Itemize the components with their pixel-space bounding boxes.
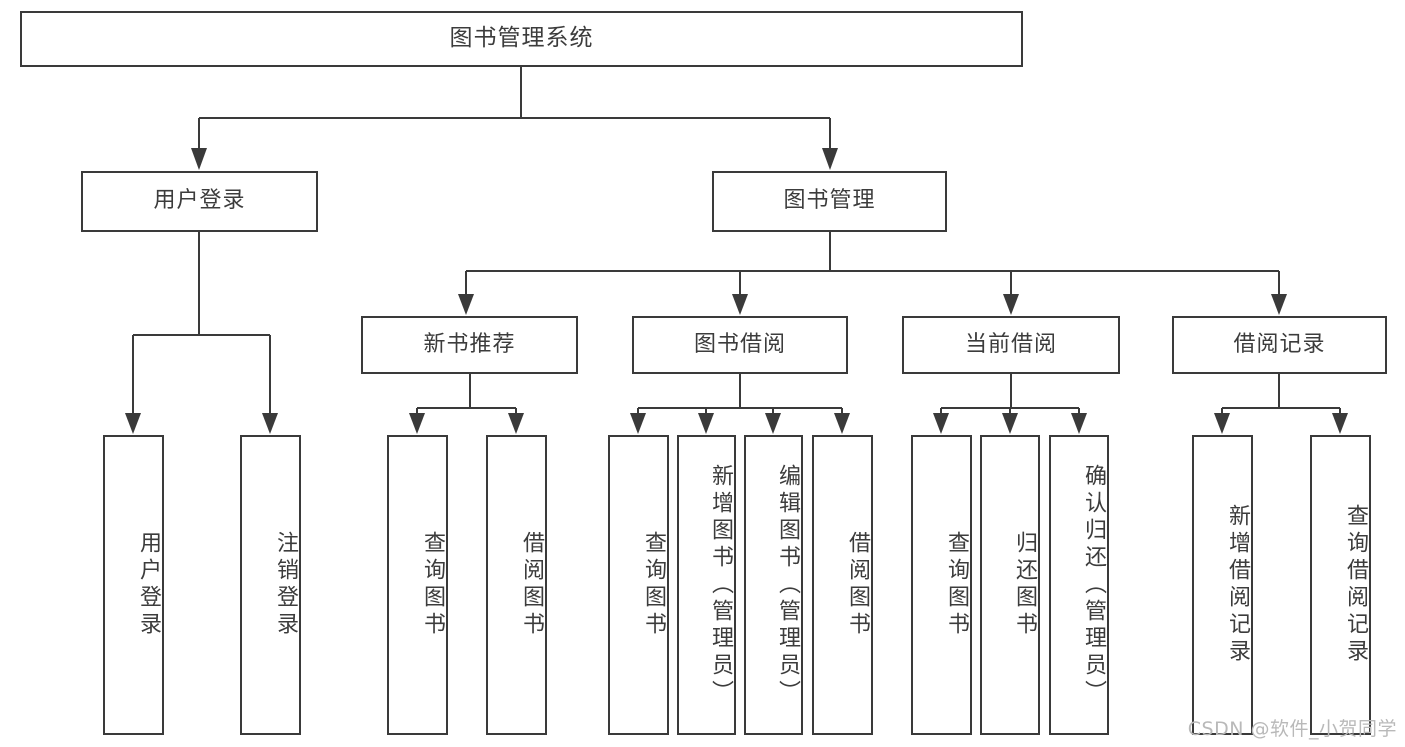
node-label: 确认归还（管理员） (1081, 463, 1106, 707)
node-label: 借阅记录 (1233, 331, 1326, 357)
node-label: 借阅图书 (519, 531, 544, 639)
leaf-borrow-book-recommend[interactable]: 借阅图书 (486, 435, 547, 735)
node-label: 用户登录 (136, 531, 161, 639)
node-label: 图书借阅 (693, 331, 786, 357)
leaf-logout[interactable]: 注销登录 (240, 435, 301, 735)
leaf-query-book-current[interactable]: 查询图书 (911, 435, 972, 735)
leaf-query-book-borrow[interactable]: 查询图书 (608, 435, 669, 735)
node-label: 查询图书 (420, 531, 445, 639)
leaf-add-book-admin[interactable]: 新增图书（管理员） (677, 435, 736, 735)
node-label: 查询借阅记录 (1343, 504, 1368, 666)
node-label: 当前借阅 (964, 331, 1057, 357)
leaf-edit-book-admin[interactable]: 编辑图书（管理员） (744, 435, 803, 735)
node-label: 新增图书（管理员） (708, 463, 733, 707)
node-label: 图书管理 (783, 188, 876, 214)
node-book-management[interactable]: 图书管理 (712, 171, 947, 232)
node-label: 编辑图书（管理员） (775, 463, 800, 707)
node-book-borrow[interactable]: 图书借阅 (632, 316, 848, 374)
node-current-borrow[interactable]: 当前借阅 (902, 316, 1120, 374)
node-label: 归还图书 (1012, 531, 1037, 639)
node-label: 查询图书 (641, 531, 666, 639)
node-label: 图书管理系统 (449, 25, 594, 52)
node-new-book-recommendation[interactable]: 新书推荐 (361, 316, 578, 374)
node-label: 查询图书 (944, 531, 969, 639)
node-borrow-record[interactable]: 借阅记录 (1172, 316, 1387, 374)
leaf-borrow-book[interactable]: 借阅图书 (812, 435, 873, 735)
node-label: 新书推荐 (423, 331, 516, 357)
leaf-add-borrow-record[interactable]: 新增借阅记录 (1192, 435, 1253, 735)
node-user-login[interactable]: 用户登录 (81, 171, 318, 232)
watermark: CSDN @软件_小贺同学 (1187, 718, 1397, 740)
leaf-user-login[interactable]: 用户登录 (103, 435, 164, 735)
leaf-query-borrow-record[interactable]: 查询借阅记录 (1310, 435, 1371, 735)
leaf-query-book-recommend[interactable]: 查询图书 (387, 435, 448, 735)
node-label: 用户登录 (153, 188, 246, 214)
leaf-return-book[interactable]: 归还图书 (980, 435, 1040, 735)
node-root-book-management-system[interactable]: 图书管理系统 (20, 11, 1023, 67)
node-label: 借阅图书 (845, 531, 870, 639)
node-label: 新增借阅记录 (1225, 504, 1250, 666)
node-label: 注销登录 (273, 531, 298, 639)
leaf-confirm-return-admin[interactable]: 确认归还（管理员） (1049, 435, 1109, 735)
